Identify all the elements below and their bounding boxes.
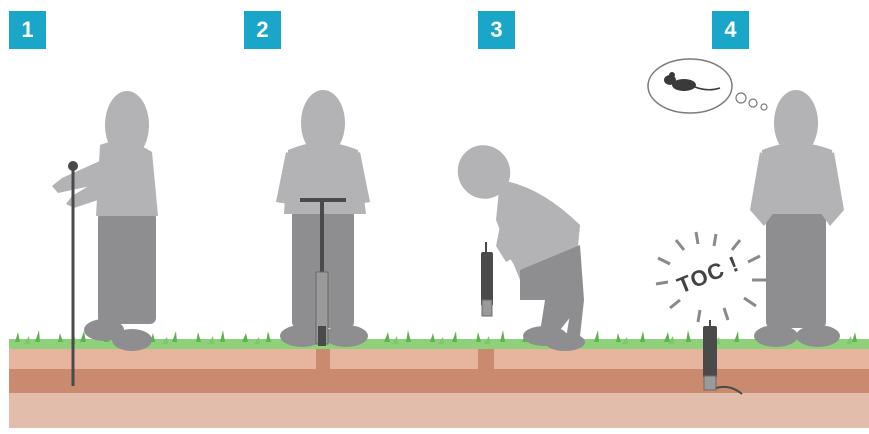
hole-step2 <box>316 349 330 369</box>
step-badge-4: 4 <box>712 11 749 49</box>
deep-soil-layer <box>9 393 869 428</box>
step-badge-3: 3 <box>478 11 515 49</box>
step-badge-1: 1 <box>9 11 46 49</box>
hole-step3 <box>478 349 494 369</box>
thought-bubble <box>648 59 767 113</box>
step-badge-2: 2 <box>244 11 281 49</box>
figure-step2 <box>276 90 370 347</box>
soil-layer <box>9 369 869 393</box>
figure-step3 <box>448 136 585 351</box>
